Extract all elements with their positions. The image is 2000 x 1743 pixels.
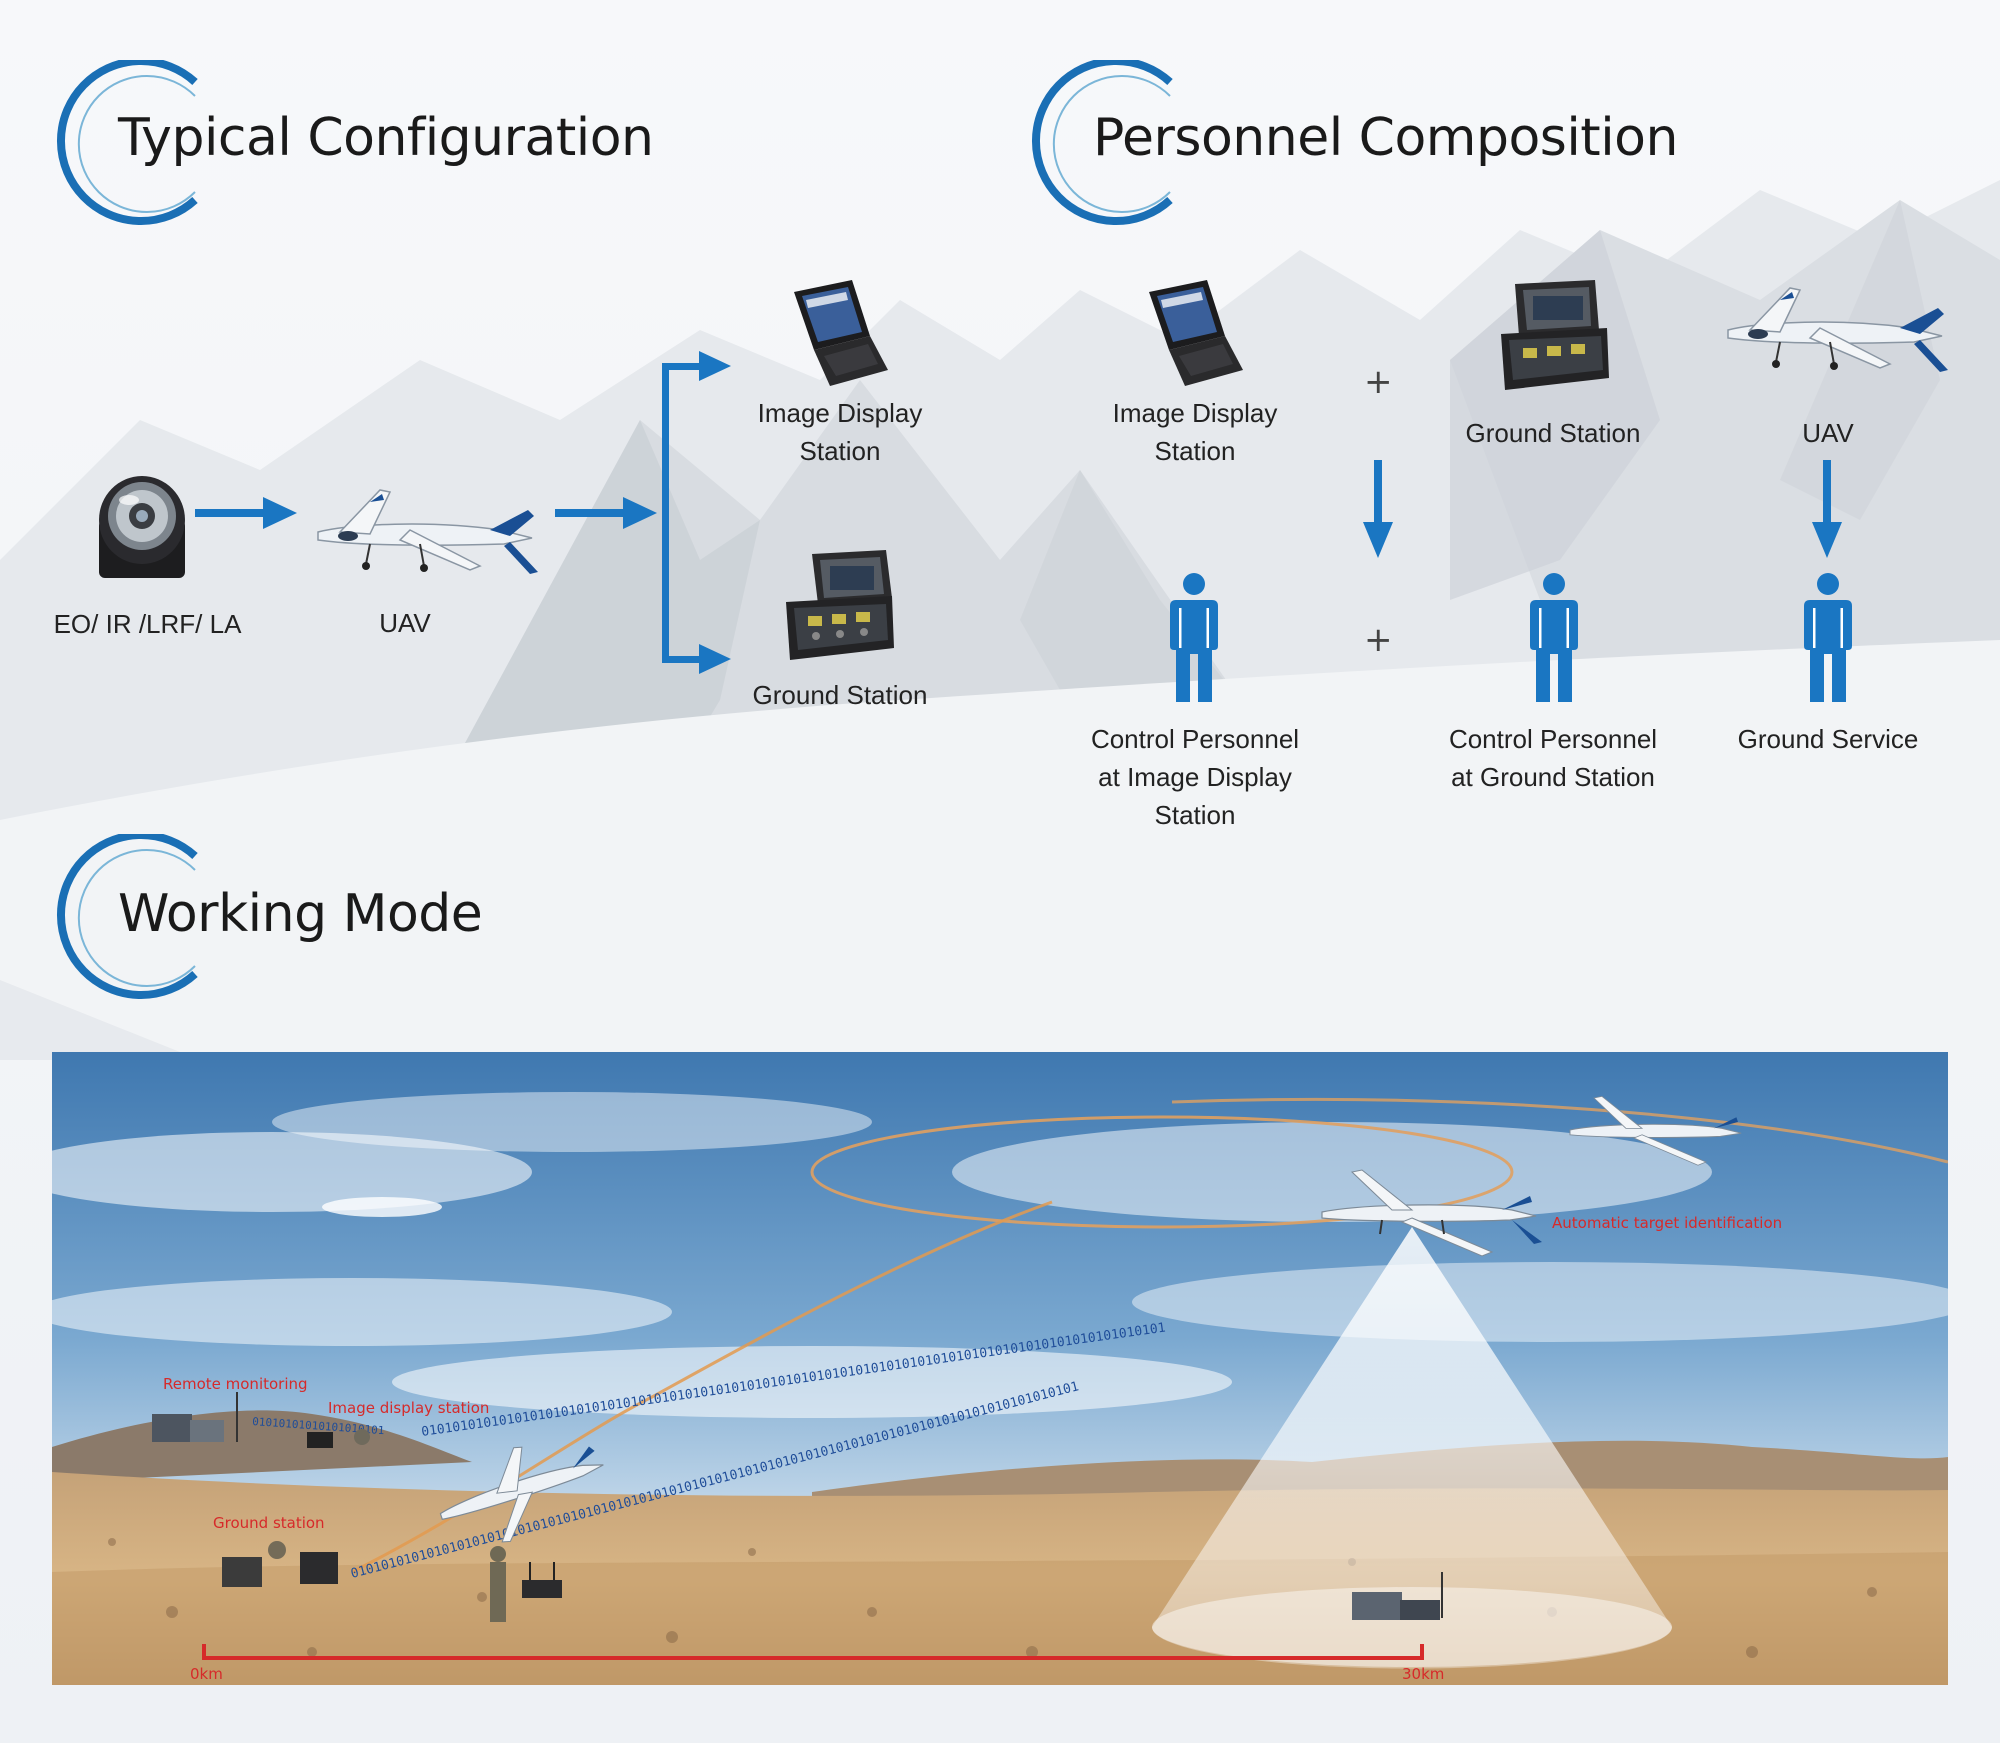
uav-icon <box>1727 287 1948 372</box>
output-image-display-line2: Station <box>799 436 881 466</box>
plus-symbol: + <box>1364 620 1393 660</box>
personnel-image-display-label: Control Personnel at Image Display Stati… <box>1055 720 1335 834</box>
working-mode-title: Working Mode <box>118 884 483 944</box>
laptop-icon <box>1149 280 1243 386</box>
personnel-1-line2: at Image Display <box>1098 762 1292 792</box>
scale-start-label: 0km <box>190 1665 223 1683</box>
ground-station-case-icon <box>1501 280 1609 390</box>
ground-station-case-icon <box>786 550 894 660</box>
output-image-display-label: Image Display Station <box>720 394 960 470</box>
equip-image-display-label: Image Display Station <box>1075 394 1315 470</box>
arrow-right-icon <box>555 497 657 529</box>
equip-image-display-line1: Image Display <box>1112 398 1278 428</box>
personnel-composition-ring-icon <box>1031 60 1173 225</box>
scale-end-label: 30km <box>1402 1665 1445 1683</box>
remote-monitoring-label: Remote monitoring <box>163 1375 308 1393</box>
personnel-2-line1: Control Personnel <box>1448 724 1658 754</box>
equip-uav-label: UAV <box>1802 418 1854 448</box>
person-icon <box>1804 573 1852 702</box>
output-image-display-line1: Image Display <box>757 398 923 428</box>
personnel-1-line1: Control Personnel <box>1090 724 1300 754</box>
uav-label: UAV <box>379 608 431 638</box>
ground-station-scene-label: Ground station <box>213 1514 325 1532</box>
typical-configuration-title: Typical Configuration <box>118 108 654 168</box>
automatic-target-label: Automatic target identification <box>1552 1214 1783 1232</box>
personnel-2-line2: at Ground Station <box>1451 762 1655 792</box>
arrow-right-icon <box>195 497 297 529</box>
equip-image-display-line2: Station <box>1154 436 1236 466</box>
output-ground-station-label: Ground Station <box>752 680 928 710</box>
personnel-ground-station-label: Control Personnel at Ground Station <box>1413 720 1693 796</box>
typical-configuration-ring-icon <box>56 60 198 225</box>
person-icon <box>1170 573 1218 702</box>
working-mode-scene: 0101010101010101010101010101010101010101… <box>52 1052 1948 1685</box>
personnel-composition-title: Personnel Composition <box>1093 108 1678 168</box>
personnel-1-line3: Station <box>1154 800 1236 830</box>
personnel-ground-service-label: Ground Service <box>1737 724 1919 754</box>
payload-label: EO/ IR /LRF/ LA <box>53 609 242 639</box>
arrow-down-icon <box>1812 460 1842 558</box>
eo-ir-camera-icon <box>99 476 185 578</box>
split-bracket-arrow-icon <box>662 351 731 674</box>
image-display-station-label: Image display station <box>328 1399 490 1417</box>
plus-symbol: + <box>1364 362 1393 402</box>
arrow-down-icon <box>1363 460 1393 558</box>
working-mode-ring-icon <box>56 834 198 999</box>
person-icon <box>1530 573 1578 702</box>
uav-icon <box>317 489 538 574</box>
laptop-icon <box>794 280 888 386</box>
equip-ground-station-label: Ground Station <box>1465 418 1641 448</box>
